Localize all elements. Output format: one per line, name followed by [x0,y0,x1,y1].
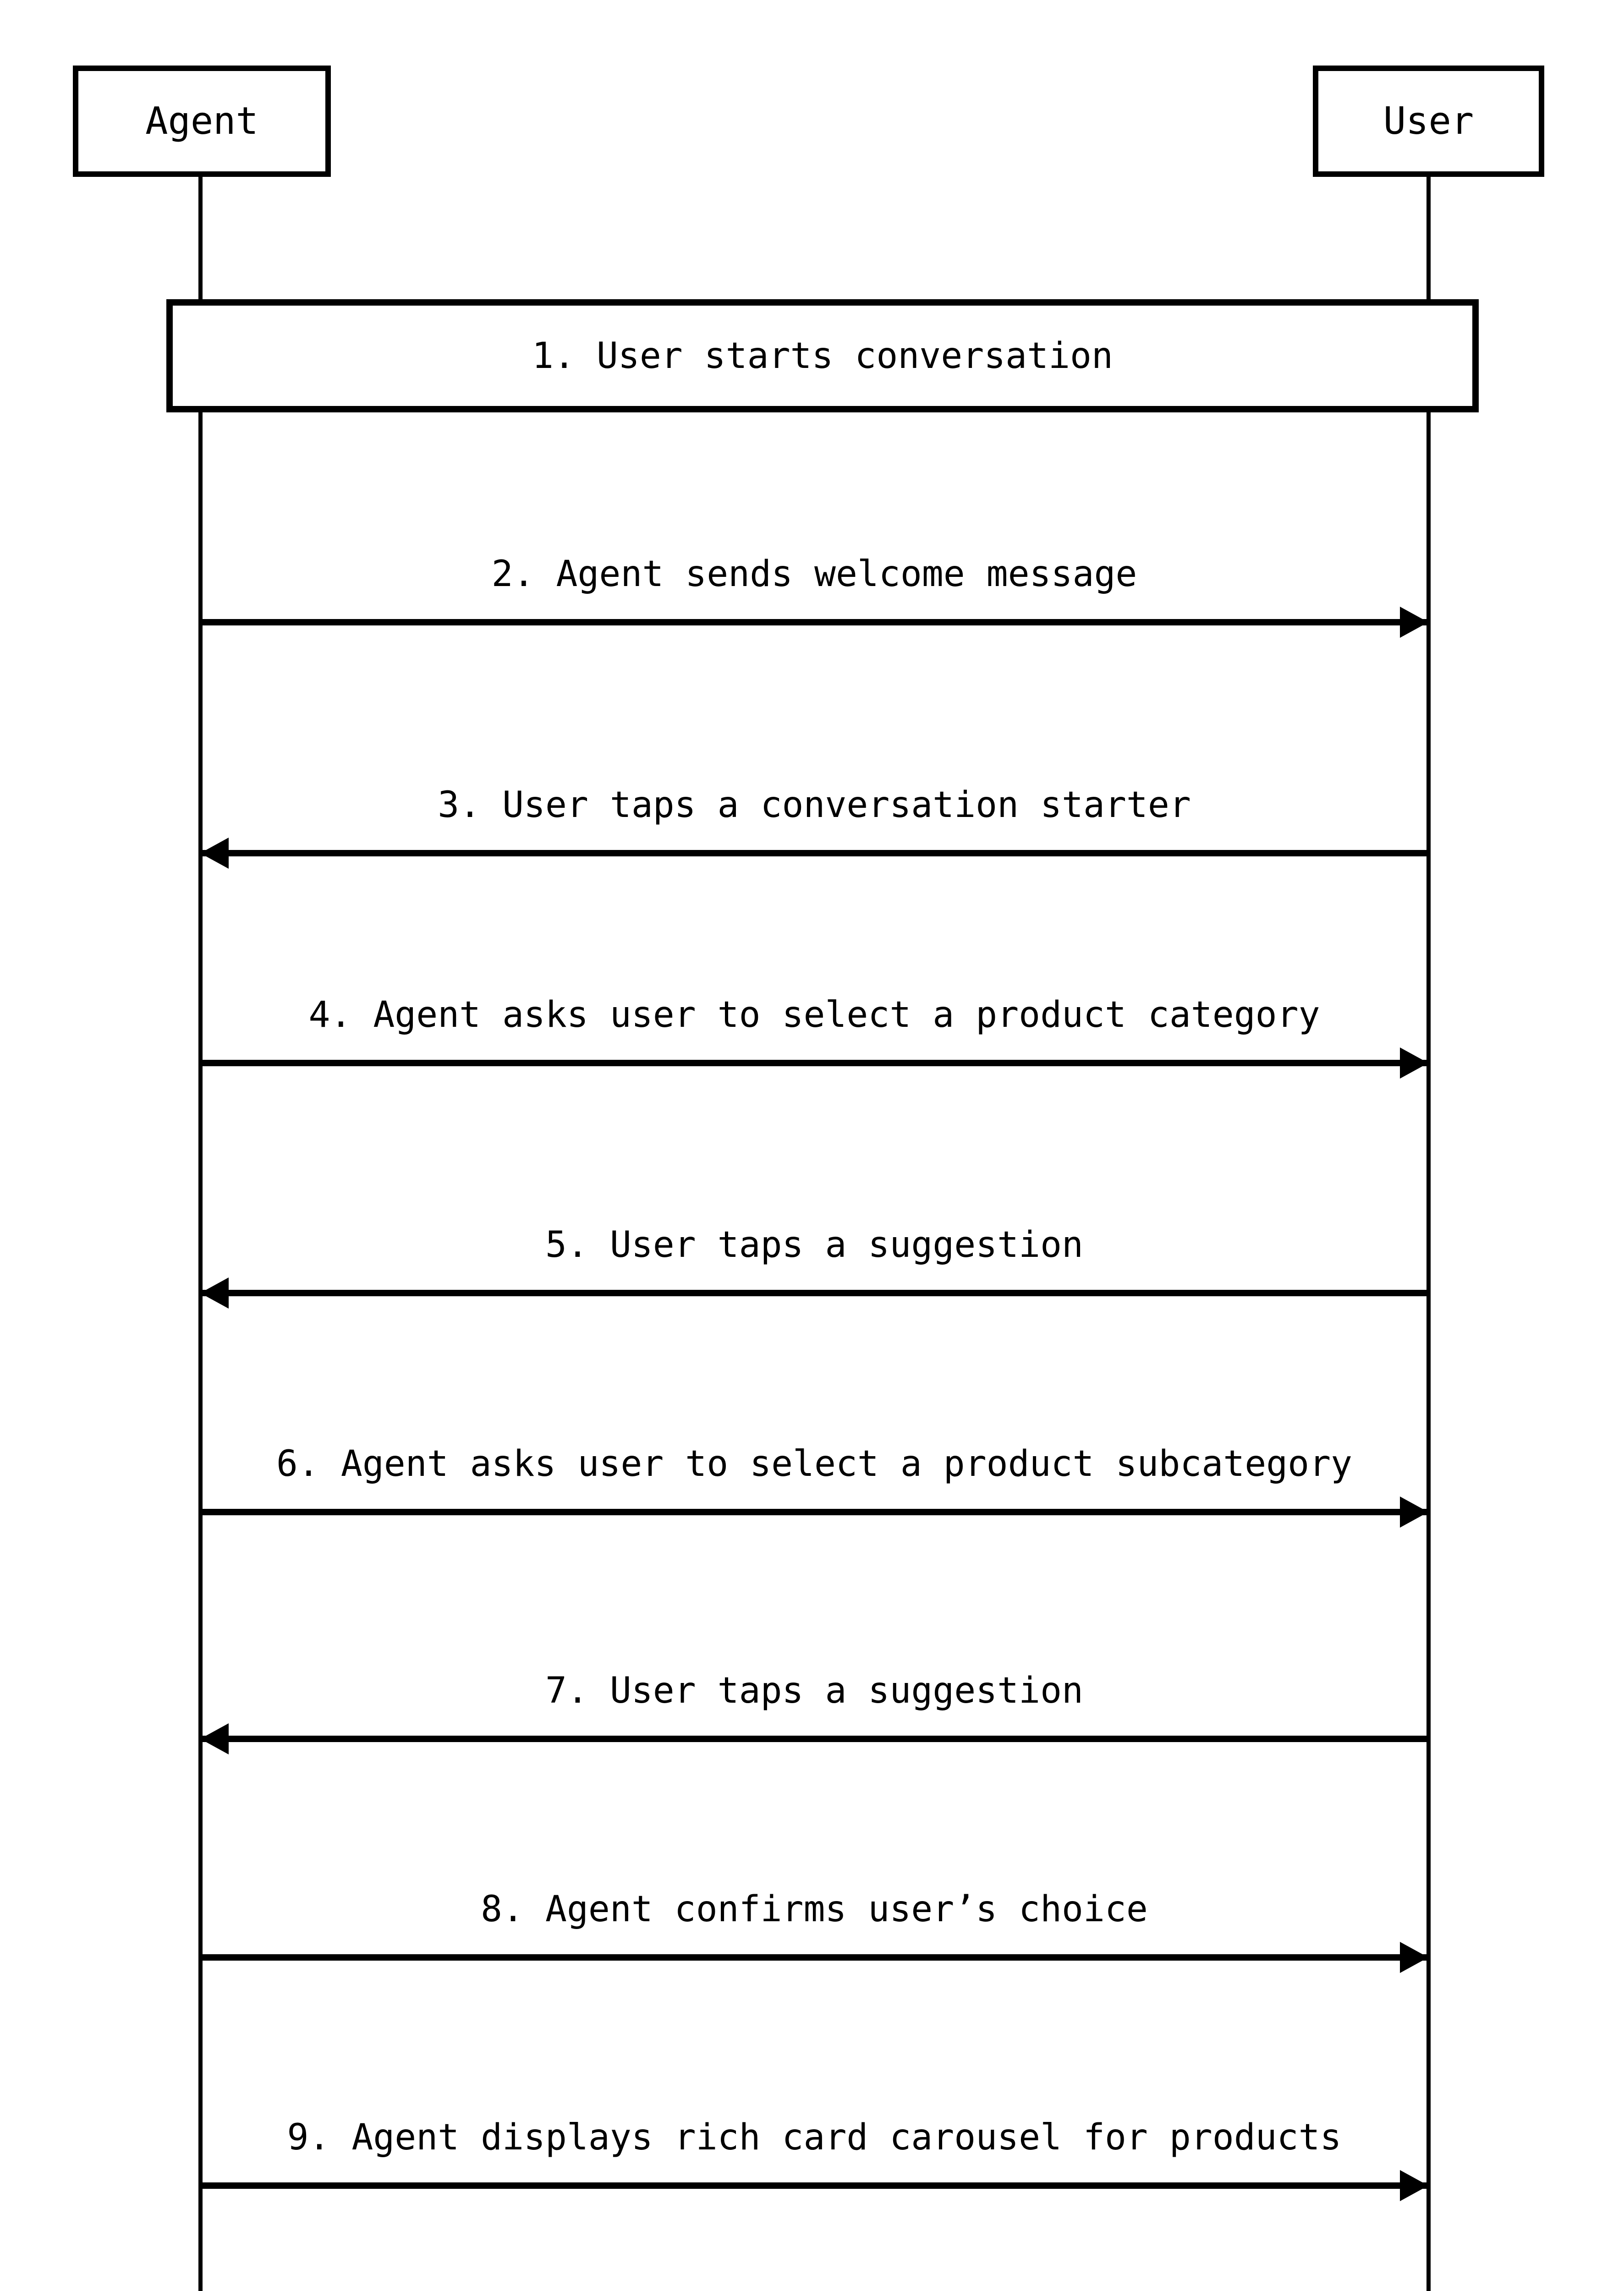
message-label: 6. Agent asks user to select a product s… [276,1443,1352,1485]
arrowhead-left-icon [200,1723,229,1754]
message-label: 3. User taps a conversation starter [438,784,1191,826]
arrowhead-right-icon [1400,2170,1428,2201]
message-label: 2. Agent sends welcome message [491,554,1137,595]
lifeline-agent [198,177,203,2291]
actor-box-agent-top: Agent [73,66,331,177]
message-label: 7. User taps a suggestion [545,1670,1083,1711]
message-arrow-line [200,1736,1428,1742]
message-label: 8. Agent confirms user’s choice [481,1889,1148,1930]
arrowhead-right-icon [1400,1496,1428,1528]
message-arrow-line [200,1509,1428,1515]
arrowhead-left-icon [200,838,229,869]
message-arrow-line [200,1954,1428,1961]
message-label: 4. Agent asks user to select a product c… [308,994,1320,1036]
message-label: 5. User taps a suggestion [545,1224,1083,1266]
message-label: 9. Agent displays rich card carousel for… [287,2117,1342,2158]
note-user-starts-conversation: 1. User starts conversation [166,299,1479,412]
arrowhead-left-icon [200,1277,229,1309]
arrowhead-right-icon [1400,607,1428,638]
actor-agent-label: Agent [145,99,258,143]
arrowhead-right-icon [1400,1047,1428,1079]
lifeline-user [1426,177,1431,2291]
arrowhead-right-icon [1400,1942,1428,1973]
note-label: 1. User starts conversation [532,335,1113,377]
message-arrow-line [200,850,1428,856]
actor-user-label: User [1383,99,1474,143]
message-arrow-line [200,1060,1428,1066]
message-arrow-line [200,619,1428,625]
actor-box-user-top: User [1313,66,1544,177]
message-arrow-line [200,1290,1428,1296]
message-arrow-line [200,2182,1428,2189]
